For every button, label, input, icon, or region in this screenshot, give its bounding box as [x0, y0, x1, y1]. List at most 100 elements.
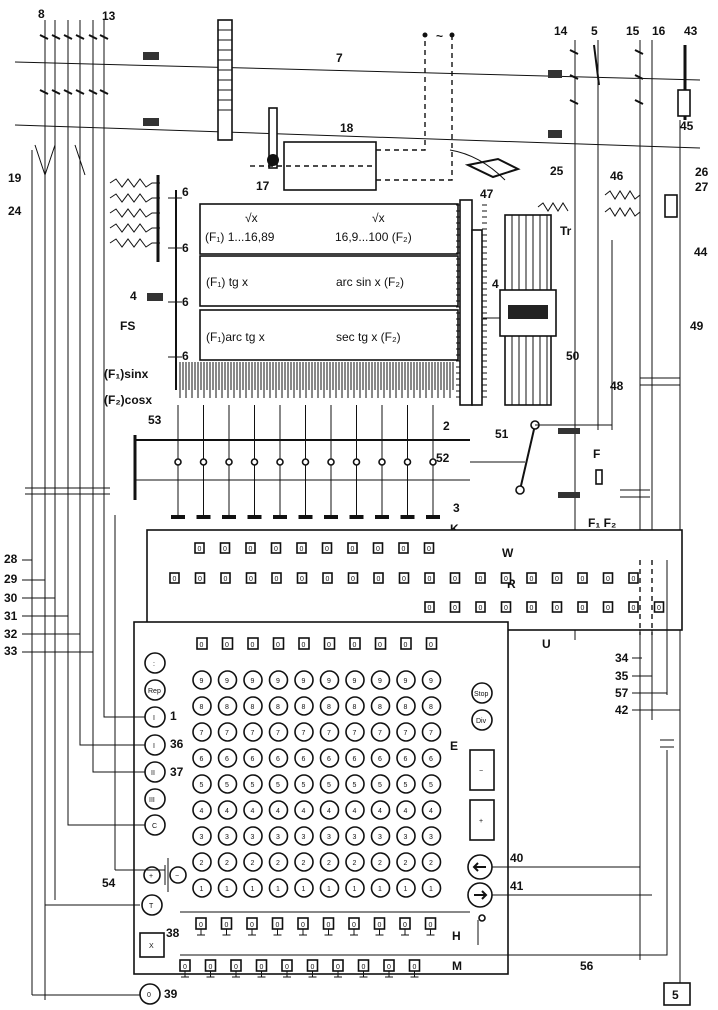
digit-key[interactable]: 7 — [370, 722, 391, 742]
key-T[interactable]: T — [141, 894, 163, 916]
digit-key[interactable]: 1 — [217, 878, 238, 898]
digit-key[interactable]: 7 — [268, 722, 289, 742]
key-I-1[interactable]: I — [144, 706, 166, 728]
digit-key[interactable]: 5 — [319, 774, 340, 794]
digit-key[interactable]: 2 — [370, 852, 391, 872]
digit-key[interactable]: 4 — [396, 800, 416, 820]
digit-key[interactable]: 8 — [294, 696, 314, 716]
digit-key[interactable]: 3 — [268, 826, 289, 846]
digit-key[interactable]: 6 — [217, 748, 238, 768]
digit-key[interactable]: 6 — [319, 748, 340, 768]
stop-key[interactable]: Stop — [471, 682, 493, 704]
digit-key[interactable]: 2 — [268, 852, 289, 872]
digit-key[interactable]: 8 — [217, 696, 238, 716]
digit-key[interactable]: 9 — [396, 670, 416, 690]
digit-key[interactable]: 8 — [243, 696, 263, 716]
digit-key[interactable]: 8 — [268, 696, 289, 716]
digit-key[interactable]: 9 — [294, 670, 314, 690]
minus-bar-key[interactable]: − — [469, 749, 495, 791]
digit-key[interactable]: 3 — [421, 826, 442, 846]
digit-key[interactable]: 7 — [319, 722, 340, 742]
digit-key[interactable]: 2 — [217, 852, 238, 872]
plus-bar-key[interactable]: + — [469, 799, 495, 841]
key-minus[interactable]: − — [169, 866, 187, 884]
digit-key[interactable]: 7 — [294, 722, 314, 742]
digit-key[interactable]: 9 — [243, 670, 263, 690]
digit-key[interactable]: 3 — [192, 826, 212, 846]
colon-key[interactable]: : — [144, 652, 166, 674]
digit-key[interactable]: 7 — [421, 722, 442, 742]
digit-key[interactable]: 1 — [268, 878, 289, 898]
digit-key[interactable]: 3 — [396, 826, 416, 846]
digit-key[interactable]: 6 — [294, 748, 314, 768]
digit-key[interactable]: 6 — [345, 748, 365, 768]
digit-key[interactable]: 8 — [370, 696, 391, 716]
key-X[interactable]: X — [139, 932, 165, 958]
digit-key[interactable]: 2 — [294, 852, 314, 872]
digit-key[interactable]: 5 — [217, 774, 238, 794]
digit-key[interactable]: 5 — [294, 774, 314, 794]
digit-key[interactable]: 5 — [268, 774, 289, 794]
key-I-36[interactable]: I — [144, 734, 166, 756]
digit-key[interactable]: 9 — [192, 670, 212, 690]
key-0[interactable]: 0 — [139, 983, 161, 1005]
digit-key[interactable]: 9 — [345, 670, 365, 690]
digit-key[interactable]: 6 — [421, 748, 442, 768]
digit-key[interactable]: 6 — [192, 748, 212, 768]
digit-key[interactable]: 2 — [345, 852, 365, 872]
digit-key[interactable]: 7 — [396, 722, 416, 742]
key-II[interactable]: II — [144, 761, 166, 783]
digit-key[interactable]: 9 — [370, 670, 391, 690]
digit-key[interactable]: 1 — [294, 878, 314, 898]
digit-key[interactable]: 4 — [217, 800, 238, 820]
digit-key[interactable]: 6 — [370, 748, 391, 768]
digit-key[interactable]: 7 — [345, 722, 365, 742]
digit-key[interactable]: 3 — [243, 826, 263, 846]
digit-key[interactable]: 3 — [217, 826, 238, 846]
digit-key[interactable]: 2 — [421, 852, 442, 872]
digit-key[interactable]: 1 — [396, 878, 416, 898]
digit-key[interactable]: 8 — [319, 696, 340, 716]
rep-key[interactable]: Rep — [144, 679, 166, 701]
digit-key[interactable]: 8 — [192, 696, 212, 716]
digit-key[interactable]: 6 — [243, 748, 263, 768]
digit-key[interactable]: 4 — [294, 800, 314, 820]
digit-key[interactable]: 8 — [396, 696, 416, 716]
digit-key[interactable]: 2 — [243, 852, 263, 872]
digit-key[interactable]: 5 — [396, 774, 416, 794]
digit-key[interactable]: 1 — [421, 878, 442, 898]
digit-key[interactable]: 4 — [370, 800, 391, 820]
digit-key[interactable]: 4 — [319, 800, 340, 820]
digit-key[interactable]: 4 — [268, 800, 289, 820]
key-plus[interactable]: + — [143, 866, 161, 884]
digit-key[interactable]: 3 — [345, 826, 365, 846]
digit-key[interactable]: 4 — [243, 800, 263, 820]
digit-key[interactable]: 5 — [421, 774, 442, 794]
digit-key[interactable]: 3 — [370, 826, 391, 846]
digit-key[interactable]: 3 — [294, 826, 314, 846]
digit-key[interactable]: 5 — [192, 774, 212, 794]
key-C[interactable]: C — [144, 814, 166, 836]
digit-key[interactable]: 4 — [192, 800, 212, 820]
digit-key[interactable]: 5 — [345, 774, 365, 794]
digit-key[interactable]: 7 — [192, 722, 212, 742]
digit-key[interactable]: 9 — [217, 670, 238, 690]
digit-key[interactable]: 9 — [268, 670, 289, 690]
digit-key[interactable]: 7 — [243, 722, 263, 742]
digit-key[interactable]: 8 — [345, 696, 365, 716]
digit-key[interactable]: 3 — [319, 826, 340, 846]
digit-key[interactable]: 2 — [192, 852, 212, 872]
digit-key[interactable]: 1 — [319, 878, 340, 898]
digit-key[interactable]: 1 — [345, 878, 365, 898]
digit-key[interactable]: 6 — [396, 748, 416, 768]
key-III[interactable]: III — [144, 788, 166, 810]
digit-key[interactable]: 2 — [319, 852, 340, 872]
digit-key[interactable]: 5 — [243, 774, 263, 794]
digit-key[interactable]: 2 — [396, 852, 416, 872]
div-key[interactable]: Div — [471, 709, 493, 731]
digit-key[interactable]: 6 — [268, 748, 289, 768]
digit-key[interactable]: 1 — [370, 878, 391, 898]
digit-key[interactable]: 9 — [319, 670, 340, 690]
digit-key[interactable]: 7 — [217, 722, 238, 742]
digit-key[interactable]: 8 — [421, 696, 442, 716]
